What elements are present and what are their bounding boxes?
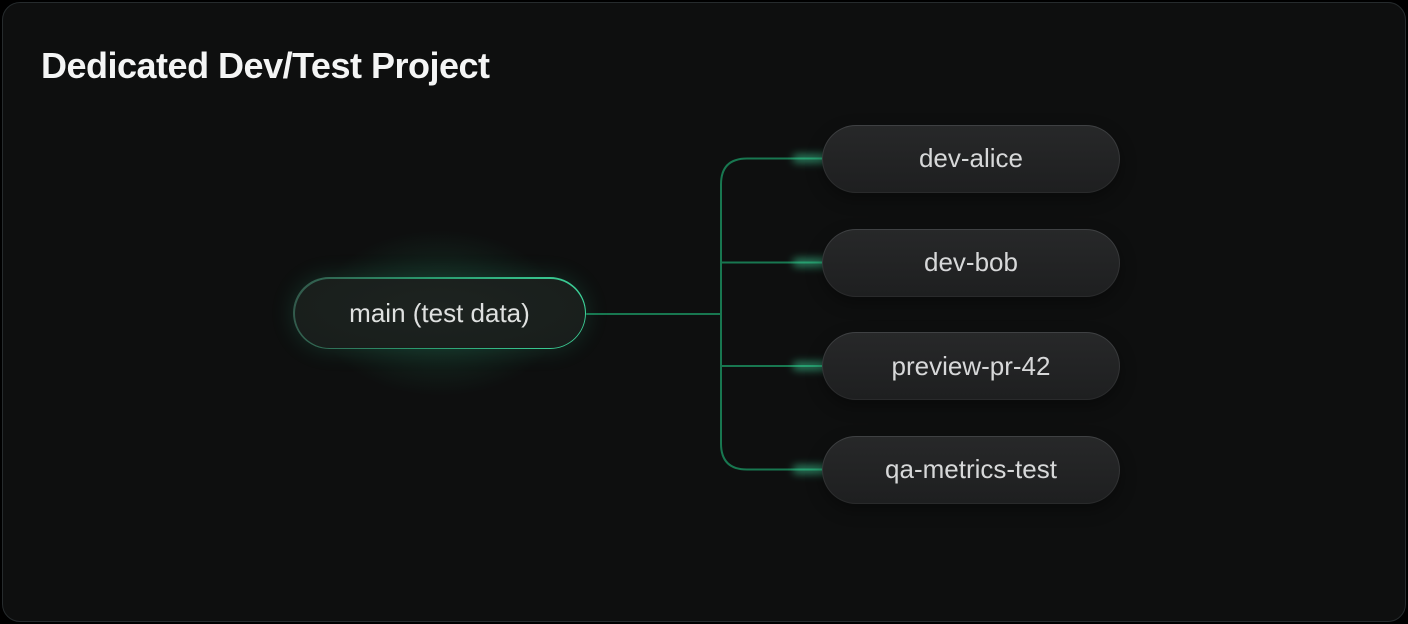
node-preview-pr-42: preview-pr-42	[822, 332, 1120, 400]
node-qa-metrics-test: qa-metrics-test	[822, 435, 1120, 504]
connector-tip-glows	[792, 154, 829, 474]
node-border: dev-alice	[822, 124, 1120, 193]
branch-diagram: main (test data) dev-alice dev-bob previ…	[3, 3, 1405, 621]
node-label: dev-alice	[823, 125, 1119, 192]
node-label: qa-metrics-test	[823, 436, 1119, 503]
node-border: dev-bob	[822, 228, 1120, 297]
node-main-label: main (test data)	[294, 278, 585, 348]
node-label: dev-bob	[823, 229, 1119, 296]
node-main-border: main (test data)	[293, 277, 586, 349]
connector-lines	[586, 154, 829, 474]
connector-tips	[787, 157, 827, 471]
node-dev-bob: dev-bob	[822, 228, 1120, 297]
page-title: Dedicated Dev/Test Project	[41, 45, 490, 86]
node-label: preview-pr-42	[823, 333, 1119, 399]
node-dev-alice: dev-alice	[822, 124, 1120, 193]
node-border: qa-metrics-test	[822, 435, 1120, 504]
connector-trunk	[720, 157, 823, 471]
node-border: preview-pr-42	[822, 332, 1120, 400]
node-main: main (test data)	[293, 277, 586, 349]
